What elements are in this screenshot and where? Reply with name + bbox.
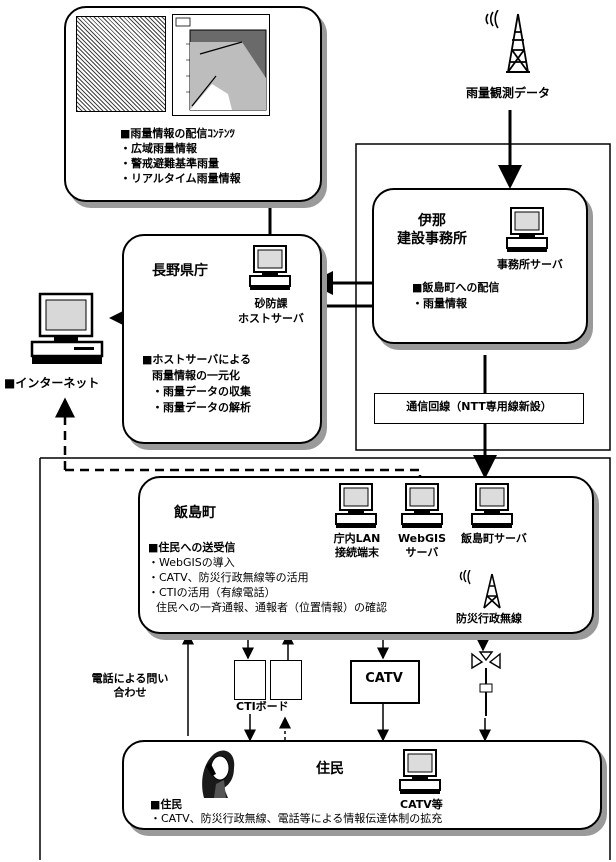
comm-line-box [374, 393, 584, 424]
nagano-server-computer-icon [249, 245, 291, 290]
iijima-notes: ■住民への送受信 ・WebGISの導入 ・CATV、防災行政無線等の活用 ・CT… [148, 541, 387, 614]
speaker-pole-icon [471, 651, 501, 716]
contents-text: ■雨量情報の配信ｺﾝﾃﾝﾂ ・広域雨量情報 ・警戒避難基準雨量 ・リアルタイム雨… [120, 126, 241, 186]
iijima-server-label: 飯島町サーバ [461, 532, 527, 545]
cti-board-label: CTIボード [236, 700, 289, 713]
rain-graph-image [172, 14, 270, 116]
radio-tower-icon [485, 10, 530, 73]
comm-line-label: 通信回線（NTT専用線新設） [406, 400, 552, 413]
contents-heading: ■雨量情報の配信ｺﾝﾃﾝﾂ [120, 127, 235, 140]
ina-panel-border [355, 143, 611, 451]
resident-computer-icon [399, 749, 441, 794]
rain-map-image [76, 16, 166, 112]
resident-catv-label: CATV等 [400, 798, 443, 811]
ina-title: 伊那 建設事務所 [397, 213, 467, 247]
nagano-note: ■ホストサーバによる 雨量情報の一元化 ・雨量データの収集 ・雨量データの解析 [142, 353, 251, 414]
disaster-radio-label: 防災行政無線 [456, 612, 522, 625]
nagano-server-label: 砂防課 ホストサーバ [238, 297, 304, 325]
iijima-panel-border [40, 457, 611, 860]
internet-computer-icon [30, 292, 104, 364]
disaster-radio-tower-icon [459, 570, 501, 609]
rain-data-label: 雨量観測データ [466, 86, 551, 100]
resident-person-phone-icon [202, 750, 235, 798]
webgis-server-computer-icon [401, 483, 443, 528]
ina-office-box [372, 188, 588, 344]
iijima-title: 飯島町 [174, 505, 216, 521]
nagano-title: 長野県庁 [152, 263, 208, 279]
ina-delivery-text: ■飯島町への配信 ・雨量情報 [412, 281, 500, 310]
residents-note: ■住民 ・CATV、防災行政無線、電話等による情報伝達体制の拡充 [150, 798, 443, 825]
cti-board-right [270, 660, 302, 700]
nagano-box [122, 234, 322, 444]
phone-inquiry-label: 電話による問い 合わせ [91, 672, 169, 699]
ina-server-computer-icon [506, 207, 548, 252]
catv-label: CATV [365, 671, 403, 686]
residents-box [122, 740, 602, 830]
lan-terminal-computer-icon [335, 483, 377, 528]
contents-item: ・広域雨量情報 [120, 142, 197, 155]
webgis-server-label: WebGIS サーバ [397, 532, 447, 559]
ina-server-label: 事務所サーバ [497, 258, 563, 271]
cti-board-left [234, 660, 266, 700]
lan-terminal-label: 庁内LAN 接続端末 [333, 532, 381, 559]
contents-item: ・警戒避難基準雨量 [120, 157, 219, 170]
catv-box [350, 660, 420, 704]
contents-item: ・リアルタイム雨量情報 [120, 172, 241, 185]
iijima-server-computer-icon [471, 483, 513, 528]
residents-title: 住民 [316, 761, 344, 777]
internet-label: ■インターネット [4, 376, 100, 390]
